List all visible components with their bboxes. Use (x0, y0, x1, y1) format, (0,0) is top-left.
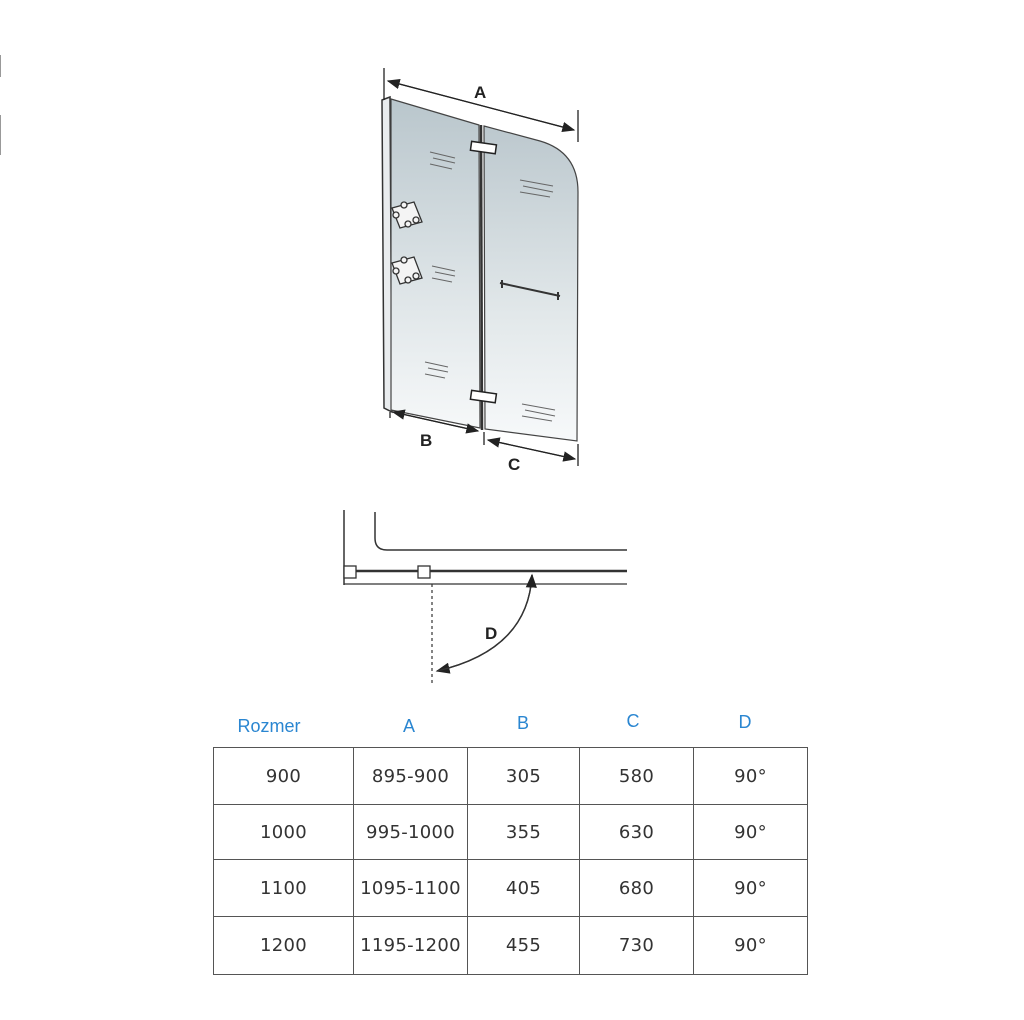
header-d: D (738, 712, 752, 732)
cell-a: 895-900 (353, 747, 468, 805)
table-header-row: Rozmer A B C D (210, 706, 810, 744)
dimension-c-label: C (508, 455, 520, 474)
cell-d: 90° (693, 747, 808, 805)
dimension-a-label: A (474, 83, 486, 102)
cell-b: 455 (467, 916, 580, 975)
cell-size: 900 (213, 747, 354, 805)
dimension-c (483, 432, 579, 466)
folding-glass-panel (483, 125, 579, 442)
cell-d: 90° (693, 916, 808, 975)
shower-screen-diagram: A B C D (343, 68, 627, 685)
cell-d: 90° (693, 859, 808, 917)
table-row: 900 895-900 305 580 90° (213, 747, 808, 805)
table-row: 1200 1195-1200 455 730 90° (213, 916, 808, 975)
cell-size: 1000 (213, 804, 354, 860)
cell-a: 1195-1200 (353, 916, 468, 975)
plan-hinge (417, 565, 431, 579)
header-c: C (626, 711, 640, 731)
left-edge-mark-2 (0, 115, 1, 155)
cell-b: 405 (467, 859, 580, 917)
cell-c: 730 (579, 916, 694, 975)
cell-c: 680 (579, 859, 694, 917)
header-a: A (402, 716, 415, 736)
cell-c: 630 (579, 804, 694, 860)
glass-reflection-marks (424, 151, 556, 422)
left-edge-mark (0, 55, 1, 77)
dimension-a (383, 68, 579, 142)
cell-a: 1095-1100 (353, 859, 468, 917)
cell-size: 1200 (213, 916, 354, 975)
table-row: 1100 1095-1100 405 680 90° (213, 859, 808, 917)
header-rozmer: Rozmer (237, 716, 301, 736)
wall-bracket-bottom (391, 256, 423, 285)
cell-d: 90° (693, 804, 808, 860)
table-row: 1000 995-1000 355 630 90° (213, 804, 808, 860)
header-b: B (516, 713, 529, 733)
dimension-b (389, 409, 480, 434)
dimension-b-label: B (420, 431, 432, 450)
screen-perspective-view (381, 95, 579, 442)
dimension-d-label: D (485, 624, 497, 643)
cell-b: 305 (467, 747, 580, 805)
cell-b: 355 (467, 804, 580, 860)
wall-bracket-top (391, 201, 423, 229)
cell-c: 580 (579, 747, 694, 805)
dimensions-table: 900 895-900 305 580 90° 1000 995-1000 35… (213, 747, 808, 975)
hinge-top (469, 140, 498, 155)
cell-size: 1100 (213, 859, 354, 917)
plan-view (343, 510, 627, 685)
towel-bar (499, 280, 561, 300)
cell-a: 995-1000 (353, 804, 468, 860)
plan-wall-bracket (343, 565, 357, 579)
fixed-glass-panel (390, 98, 481, 429)
hinge-bottom (469, 389, 498, 404)
